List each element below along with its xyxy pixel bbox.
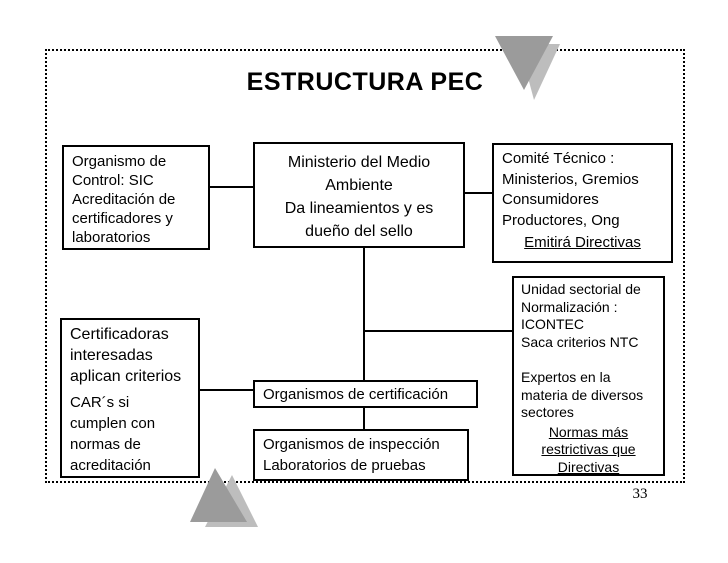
box-organismos-de-inspeccion: Organismos de inspección Laboratorios de… <box>253 429 469 481</box>
organismo-de-control-text: Organismo de Control: SIC Acreditación d… <box>72 153 176 246</box>
slide-border <box>45 49 685 483</box>
organismos-de-inspeccion-text: Organismos de inspección Laboratorios de… <box>263 436 440 474</box>
box-comite-tecnico: Comité Técnico : Ministerios, Gremios Co… <box>492 143 673 263</box>
connector-certificadoras-to-certificacion <box>200 389 253 391</box>
page-number: 33 <box>632 486 648 502</box>
comite-tecnico-underlined-text: Emitirá Directivas <box>524 234 641 251</box>
comite-tecnico-text: Comité Técnico : Ministerios, Gremios Co… <box>502 150 639 229</box>
dark-triangle-icon <box>495 36 553 90</box>
box-certificadoras: Certificadoras interesadas aplican crite… <box>60 318 200 478</box>
connector-ministerio-down <box>363 248 365 380</box>
slide-title: ESTRUCTURA PEC <box>246 68 484 96</box>
organismos-de-certificacion-text: Organismos de certificación <box>263 386 449 403</box>
ministerio-medio-ambiente-text: Ministerio del Medio Ambiente Da lineami… <box>284 154 434 240</box>
connector-ministerio-to-comite <box>465 192 492 194</box>
box-ministerio-medio-ambiente: Ministerio del Medio Ambiente Da lineami… <box>253 142 465 248</box>
connector-certificacion-to-inspeccion <box>363 408 365 429</box>
box-organismos-de-certificacion: Organismos de certificación <box>253 380 478 408</box>
certificadoras-secondary-text: CAR´s si cumplen con normas de acreditac… <box>70 394 156 474</box>
connector-branch-to-unidad <box>363 330 512 332</box>
box-unidad-sectorial: Unidad sectorial de Normalización : ICON… <box>512 276 665 476</box>
unidad-sectorial-underlined-text: Normas más restrictivas que Directivas <box>541 423 636 475</box>
box-organismo-de-control: Organismo de Control: SIC Acreditación d… <box>62 145 210 250</box>
dark-triangle-icon <box>190 468 247 522</box>
triangle-decoration-bottom-left <box>190 468 258 527</box>
unidad-sectorial-text: Unidad sectorial de Normalización : ICON… <box>521 281 644 421</box>
certificadoras-primary-text: Certificadoras interesadas aplican crite… <box>70 326 182 385</box>
triangle-decoration-top-right <box>495 36 560 100</box>
connector-control-to-ministerio <box>210 186 253 188</box>
